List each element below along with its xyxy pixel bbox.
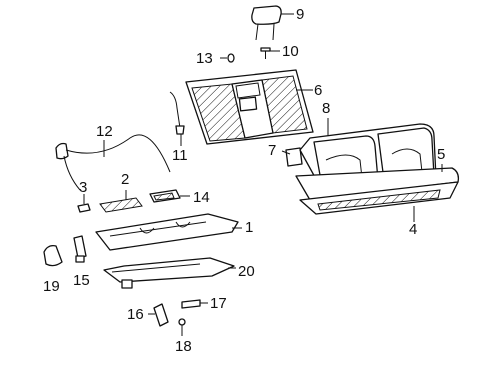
cover-part-19 xyxy=(43,244,63,267)
callout-13: 13 xyxy=(196,50,213,67)
callout-15: 15 xyxy=(73,272,90,289)
headrest-part xyxy=(251,5,294,41)
callout-5: 5 xyxy=(437,146,446,163)
cushion-frame-part xyxy=(95,213,242,251)
callout-18: 18 xyxy=(175,338,192,355)
pad-part-2 xyxy=(99,190,143,213)
callout-8: 8 xyxy=(322,100,331,117)
bolt-part-17 xyxy=(181,299,208,309)
screw-part-10 xyxy=(260,47,280,59)
callout-10: 10 xyxy=(282,43,299,60)
nut-part-18 xyxy=(178,318,186,336)
callout-2: 2 xyxy=(121,171,130,188)
lower-rail-part xyxy=(103,257,236,289)
callout-9: 9 xyxy=(296,6,305,23)
latch-part-15 xyxy=(73,235,87,263)
callout-3: 3 xyxy=(79,179,88,196)
seat-back-frame xyxy=(185,69,314,145)
callout-16: 16 xyxy=(127,306,144,323)
callout-19: 19 xyxy=(43,278,60,295)
callout-17: 17 xyxy=(210,295,227,312)
callout-14: 14 xyxy=(193,189,210,206)
bracket-part-16 xyxy=(148,303,169,327)
callout-11: 11 xyxy=(172,147,188,164)
callout-4: 4 xyxy=(409,221,418,238)
hinge-part-7 xyxy=(281,147,303,167)
rear-seat-assembly xyxy=(295,118,460,222)
clip-part-13 xyxy=(220,53,235,63)
bracket-part-3 xyxy=(77,194,91,213)
buckle-cable-part xyxy=(55,134,171,191)
callout-12: 12 xyxy=(96,123,113,140)
callout-1: 1 xyxy=(245,219,254,236)
latch-rod-part xyxy=(169,91,185,146)
callout-7: 7 xyxy=(268,142,277,159)
bracket-part-14 xyxy=(149,189,190,203)
callout-6: 6 xyxy=(314,82,323,99)
callout-20: 20 xyxy=(238,263,255,280)
